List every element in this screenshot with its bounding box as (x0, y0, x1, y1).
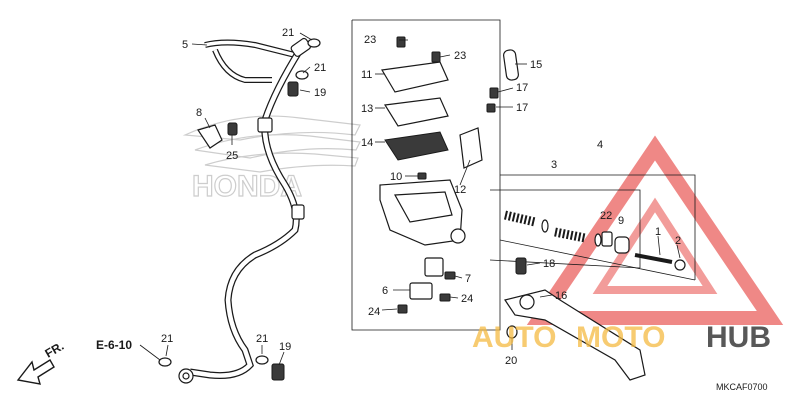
label-14: 14 (361, 137, 373, 149)
label-23-right: 23 (454, 50, 466, 62)
assembly-box-main (351, 19, 696, 331)
automotohub-watermark: AUTO MOTO HUB (472, 321, 771, 354)
clutch-hose (178, 37, 312, 384)
label-21-bottom-left: 21 (161, 333, 173, 345)
section-ref-label: E-6-10 (96, 338, 132, 352)
label-6: 6 (382, 285, 388, 297)
label-11: 11 (361, 69, 372, 81)
label-1: 1 (655, 226, 661, 238)
label-3: 3 (551, 159, 557, 171)
label-13: 13 (361, 103, 373, 115)
label-8: 8 (196, 107, 202, 119)
watermark-hub: HUB (706, 321, 771, 354)
label-18: 18 (543, 258, 555, 270)
label-4: 4 (597, 139, 603, 151)
label-2: 2 (675, 235, 681, 247)
label-21-bottom-right: 21 (256, 333, 268, 345)
label-17-top: 17 (516, 82, 528, 94)
piston-parts (503, 210, 686, 271)
label-19-top: 19 (314, 87, 326, 99)
switch-parts (397, 257, 456, 314)
label-21-mid: 21 (314, 62, 326, 74)
label-16: 16 (555, 290, 567, 302)
label-25: 25 (226, 150, 238, 162)
clutch-lever (504, 257, 646, 381)
watermark-auto: AUTO (472, 321, 556, 354)
label-15: 15 (530, 59, 542, 71)
label-21-top: 21 (282, 27, 294, 39)
front-arrow-icon (16, 359, 55, 385)
hose-hardware (158, 38, 321, 381)
pivot-parts (459, 49, 519, 169)
label-24-left: 24 (368, 306, 380, 318)
label-17-bottom: 17 (516, 102, 528, 114)
label-24-right: 24 (461, 293, 473, 305)
label-12: 12 (454, 184, 466, 196)
front-label: FR. (43, 339, 67, 361)
watermark-moto: MOTO (576, 321, 665, 354)
section-reference: E-6-10 (96, 338, 132, 352)
label-9: 9 (618, 215, 624, 227)
diagram-code: MKCAF0700 (716, 382, 768, 392)
label-20: 20 (505, 355, 517, 367)
label-5: 5 (182, 39, 188, 51)
label-10: 10 (390, 171, 402, 183)
label-19-bottom: 19 (279, 341, 291, 353)
reservoir-parts (379, 36, 466, 246)
leader-lines (139, 32, 681, 366)
label-7: 7 (465, 273, 471, 285)
part-number-labels: 5 21 21 19 8 25 23 23 11 13 14 10 12 7 6… (161, 27, 681, 367)
label-22: 22 (600, 210, 612, 222)
label-23-left: 23 (364, 34, 376, 46)
front-direction-marker: FR. (16, 339, 67, 385)
